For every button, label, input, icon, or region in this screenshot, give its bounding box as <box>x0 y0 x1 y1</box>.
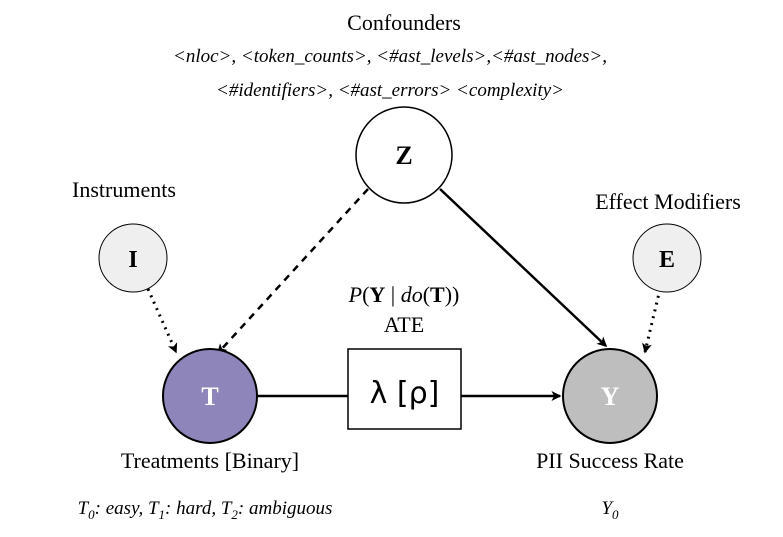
instruments-caption: Instruments <box>72 177 176 202</box>
effect-expression: P(Y | do(T)) <box>348 282 460 307</box>
confounders-line1: <nloc>, <token_counts>, <#ast_levels>,<#… <box>173 46 607 67</box>
outcome-caption: PII Success Rate <box>536 448 684 473</box>
effect-modifiers-caption: Effect Modifiers <box>595 189 741 214</box>
confounders-line2: <#identifiers>, <#ast_errors> <complexit… <box>216 80 564 101</box>
node-z-letter: Z <box>395 141 412 170</box>
node-z <box>355 106 453 204</box>
confounders-title: Confounders <box>347 10 461 35</box>
node-e <box>632 223 702 293</box>
node-i-letter: I <box>128 247 137 273</box>
edge-i-to-t <box>146 288 178 354</box>
node-e-letter: E <box>659 247 675 273</box>
node-t <box>162 348 258 444</box>
edge-z-to-y <box>439 188 608 348</box>
treatment-levels: T0: easy, T1: hard, T2: ambiguous <box>78 498 333 522</box>
node-t-letter: T <box>201 382 218 411</box>
node-y <box>562 348 658 444</box>
treatments-caption: Treatments [Binary] <box>121 448 299 473</box>
effect-box <box>347 348 462 430</box>
node-y-letter: Y <box>601 382 620 411</box>
edge-z-to-t <box>216 188 369 355</box>
node-i <box>98 223 168 293</box>
effect-box-label: λ [ρ] <box>370 376 440 411</box>
outcome-level: Y0 <box>601 498 619 522</box>
edge-e-to-y <box>642 288 662 354</box>
ate-label: ATE <box>384 312 424 337</box>
